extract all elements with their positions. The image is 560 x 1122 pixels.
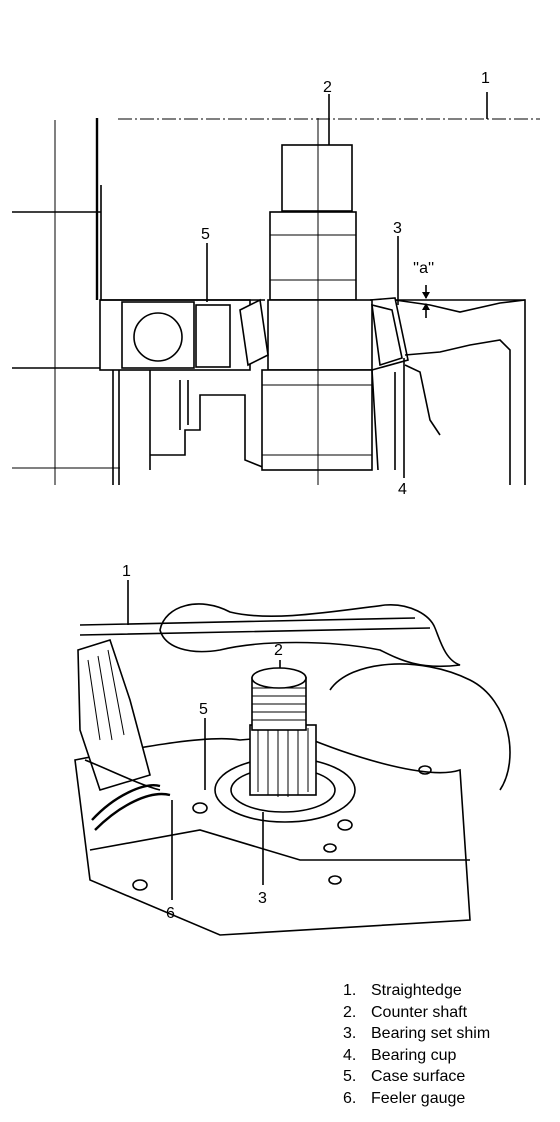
lower-ribs-left bbox=[179, 380, 189, 430]
callout-1-bottom: 1 bbox=[122, 563, 131, 580]
callout-5-top: 5 bbox=[201, 226, 210, 243]
legend-item-4: 4. Bearing cup bbox=[343, 1045, 490, 1067]
bearing-cup-outline bbox=[369, 297, 409, 371]
feeler-gauge-body bbox=[84, 759, 161, 791]
left-spline-lines bbox=[87, 649, 125, 741]
legend-num: 6. bbox=[343, 1089, 357, 1107]
legend-item-1: 1. Straightedge bbox=[343, 980, 490, 1002]
gap-arrow-heads bbox=[422, 292, 430, 310]
bearing-block bbox=[195, 304, 231, 368]
counter-shaft-spline-lines bbox=[257, 728, 309, 797]
cross-section-diagram: 1 2 5 3 ''a'' 4 bbox=[12, 70, 540, 498]
case-body-right-inner bbox=[404, 339, 511, 485]
left-spline-shaft bbox=[77, 639, 151, 791]
legend-item-6: 6. Feeler gauge bbox=[343, 1088, 490, 1110]
callout-a-gap: ''a'' bbox=[413, 260, 434, 277]
lower-housing-right bbox=[371, 364, 441, 471]
case-body-right-outline bbox=[394, 299, 526, 485]
feeler-gauge-blade-2 bbox=[91, 784, 161, 821]
hand-upper bbox=[159, 603, 461, 668]
shaft-gear bbox=[261, 369, 373, 471]
parts-legend: 1. Straightedge 2. Counter shaft 3. Bearing… bbox=[343, 980, 490, 1109]
hand-lower bbox=[329, 663, 511, 791]
bolt-hole-5 bbox=[328, 875, 342, 885]
callout-2-bottom: 2 bbox=[274, 642, 283, 659]
feeler-gauge-blade-1 bbox=[94, 792, 171, 831]
callout-3-top: 3 bbox=[393, 220, 402, 237]
legend-label: Counter shaft bbox=[371, 1003, 468, 1021]
legend-label: Bearing cup bbox=[371, 1046, 457, 1064]
legend-label: Bearing set shim bbox=[371, 1025, 491, 1042]
bolt-hole-3 bbox=[323, 843, 337, 853]
legend-label: Case surface bbox=[371, 1068, 466, 1085]
callout-1-top: 1 bbox=[481, 70, 490, 87]
shaft-spline bbox=[269, 211, 357, 301]
counter-shaft-end bbox=[251, 667, 307, 689]
callout-6-bottom: 6 bbox=[166, 905, 175, 922]
legend-num: 1. bbox=[343, 982, 357, 999]
legend-num: 2. bbox=[343, 1003, 357, 1021]
shaft-bearing-seat bbox=[267, 299, 373, 371]
lower-housing-left bbox=[149, 370, 266, 470]
bolt-hole-1 bbox=[192, 802, 208, 814]
bolt-hole-6 bbox=[418, 765, 432, 775]
counter-shaft-spline bbox=[249, 724, 317, 796]
tapered-roller-right bbox=[371, 303, 403, 367]
callout-5-bottom: 5 bbox=[199, 701, 208, 718]
legend-num: 3. bbox=[343, 1025, 357, 1042]
legend-num: 4. bbox=[343, 1046, 357, 1064]
callout-3-bottom: 3 bbox=[258, 890, 267, 907]
legend-label: Feeler gauge bbox=[371, 1089, 466, 1107]
perspective-diagram: 1 2 5 3 6 bbox=[74, 563, 511, 936]
bolt-hole-4 bbox=[132, 879, 148, 891]
tapered-roller-left bbox=[239, 298, 269, 367]
legend-item-2: 2. Counter shaft bbox=[343, 1002, 490, 1024]
callout-4-top: 4 bbox=[398, 481, 407, 498]
legend-num: 5. bbox=[343, 1068, 357, 1085]
legend-item-3: 3. Bearing set shim bbox=[343, 1023, 490, 1045]
legend-item-5: 5. Case surface bbox=[343, 1066, 490, 1088]
shaft-threaded-end bbox=[281, 144, 353, 212]
ball-bearing-ball bbox=[133, 312, 183, 362]
straightedge-bar bbox=[79, 617, 431, 636]
bolt-hole-2 bbox=[337, 819, 353, 831]
case-edge-line bbox=[89, 829, 470, 861]
callout-2-top: 2 bbox=[323, 79, 332, 96]
legend-label: Straightedge bbox=[371, 982, 462, 999]
